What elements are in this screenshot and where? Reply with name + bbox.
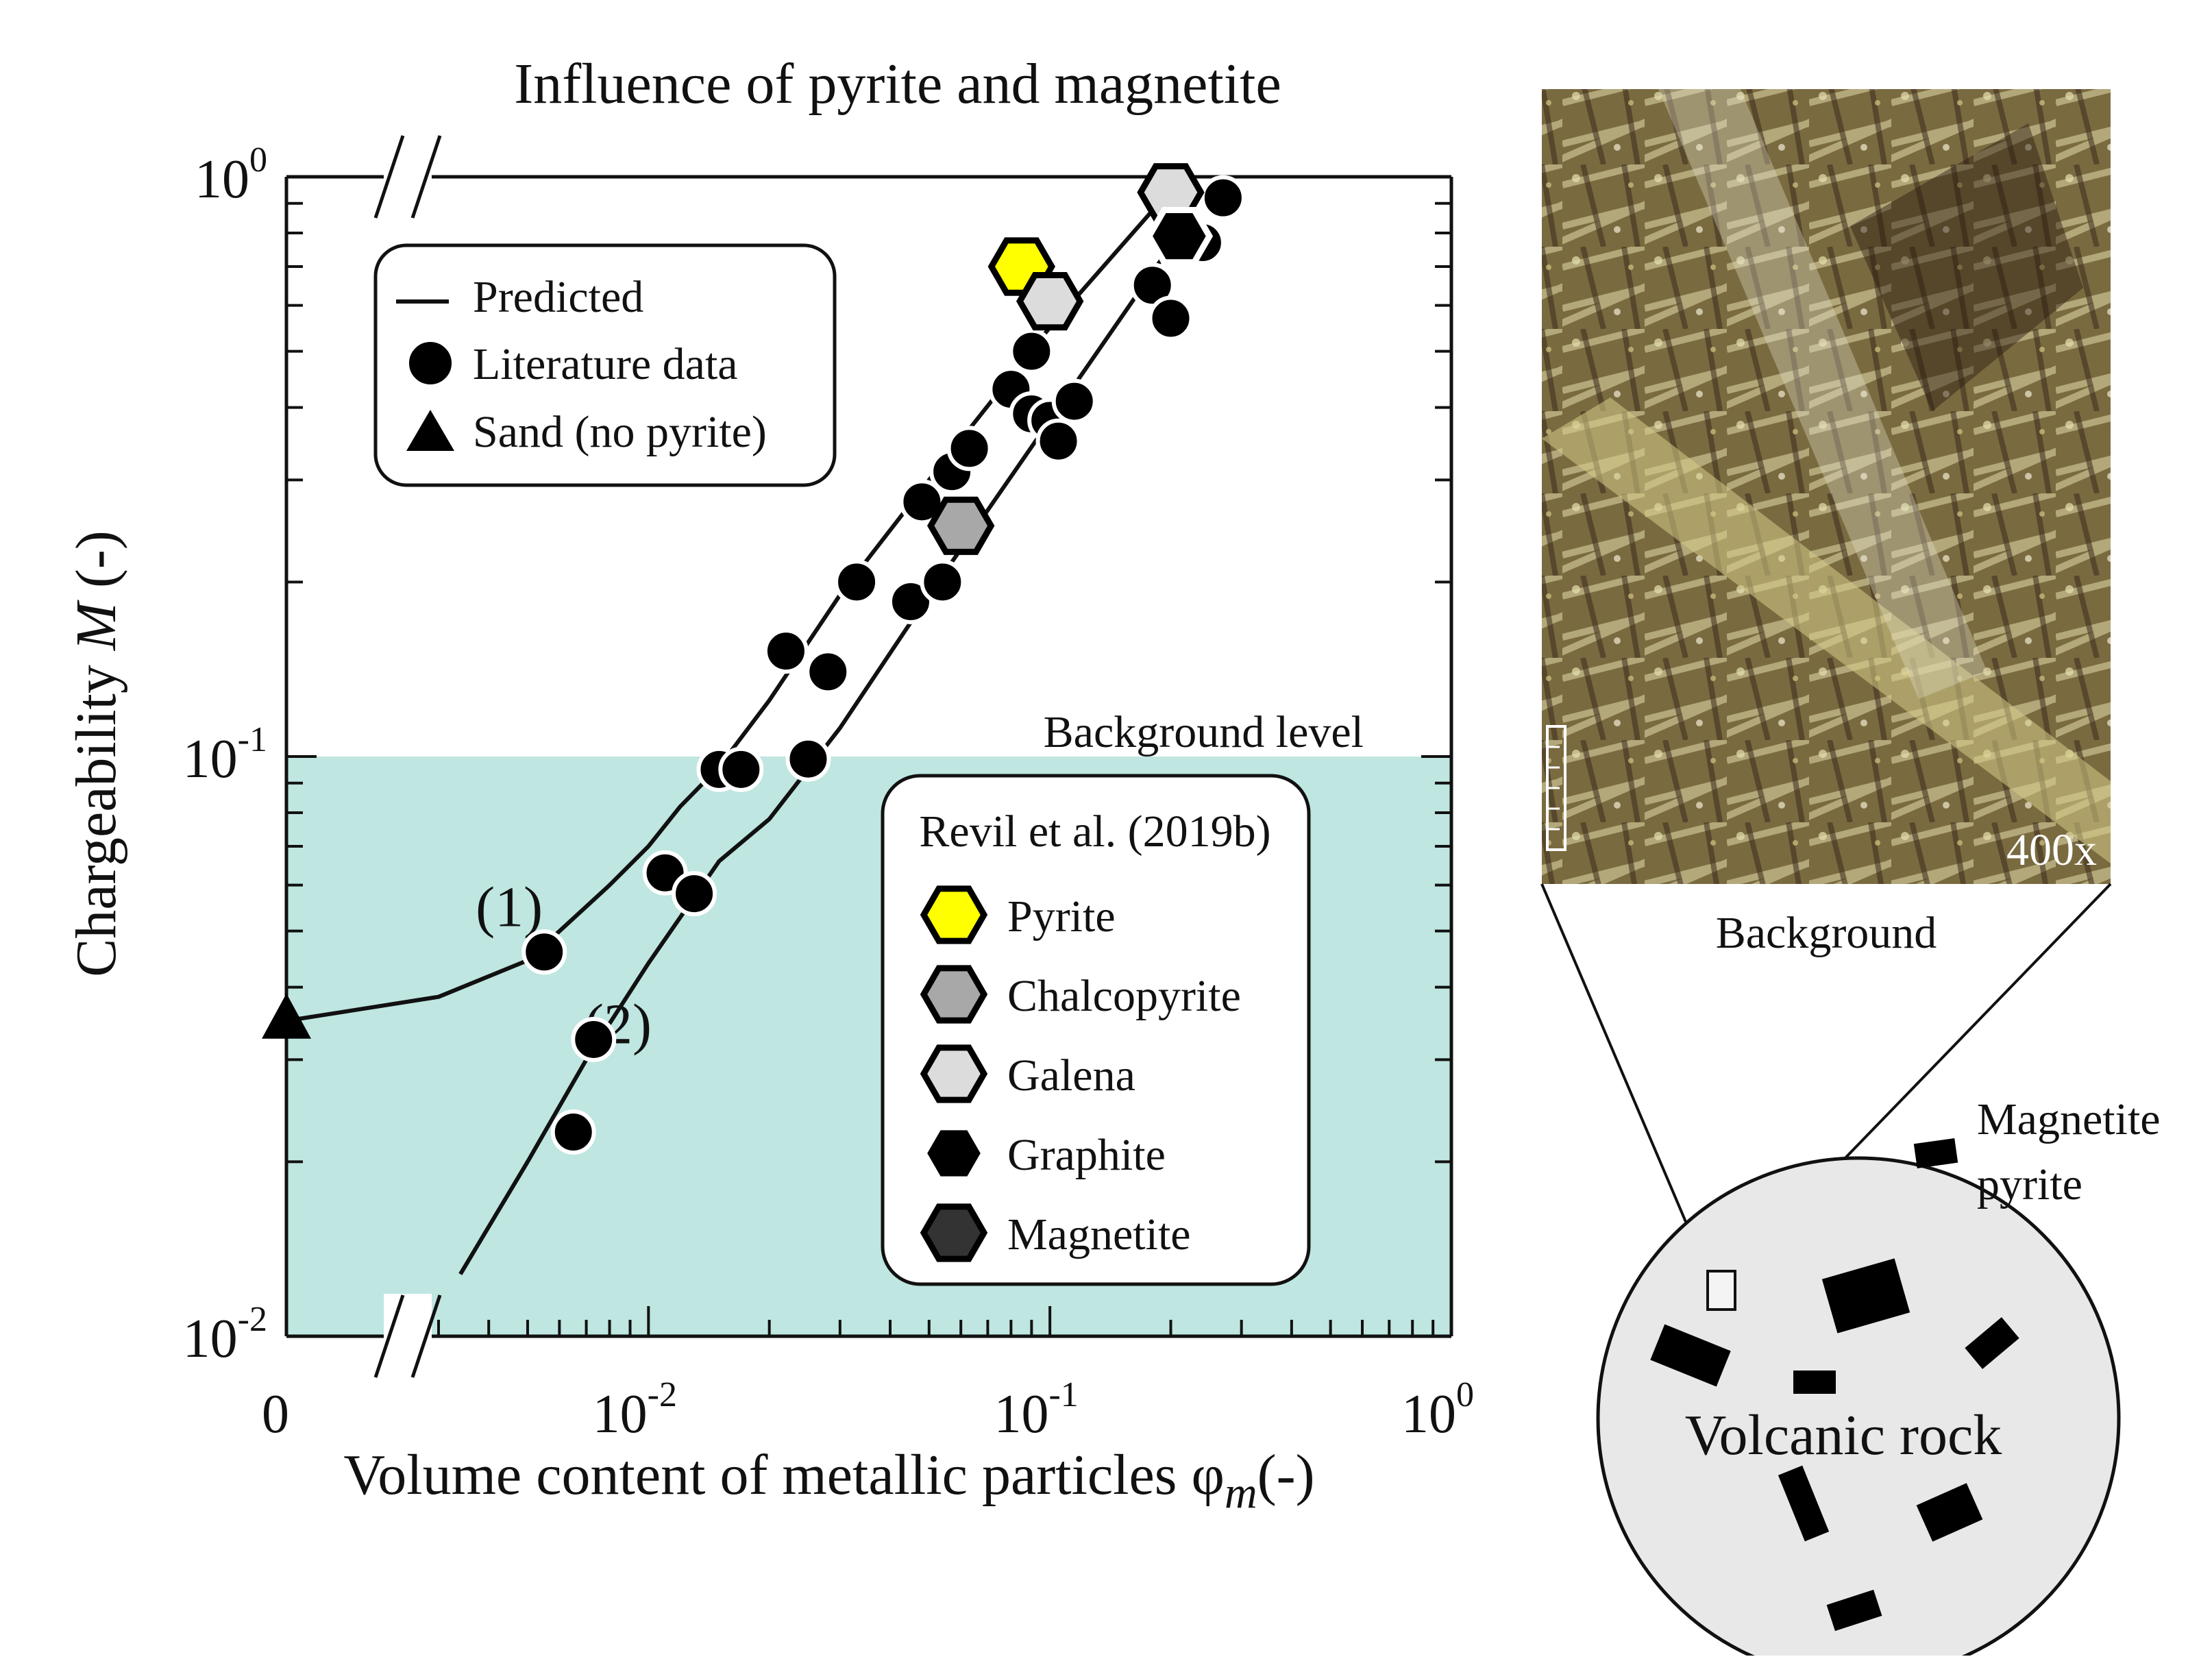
literature-data-point bbox=[672, 871, 717, 917]
revil-points bbox=[927, 163, 1214, 555]
revil-point-galena bbox=[1016, 272, 1084, 331]
axis-break-marks bbox=[373, 134, 442, 1379]
x-axis-label-subscript: m bbox=[1225, 1468, 1257, 1518]
curve-label-1: (1) bbox=[476, 875, 543, 939]
sand-data-point bbox=[262, 993, 311, 1039]
legend-predicted-label: Predicted bbox=[473, 272, 643, 322]
y-tick-label: 100 bbox=[195, 140, 267, 210]
legend-marker-pyrite bbox=[920, 885, 988, 944]
literature-data-point bbox=[785, 736, 831, 782]
volcanic-rock-schematic: Volcanic rock bbox=[1596, 1156, 2121, 1659]
literature-data-point bbox=[920, 559, 966, 605]
mineral-grain-1 bbox=[1821, 1258, 1910, 1334]
y-axis-label: Chargeability M (-) bbox=[64, 530, 128, 977]
legend-revil-title: Revil et al. (2019b) bbox=[919, 807, 1270, 857]
legend-sand-marker bbox=[406, 410, 454, 451]
legend-marker-magnetite bbox=[920, 1203, 988, 1262]
y-tick-label: 10-1 bbox=[183, 720, 267, 789]
mineral-grain-7 bbox=[1826, 1589, 1882, 1632]
x-tick-label-zero: 0 bbox=[262, 1384, 289, 1445]
literature-data-point bbox=[1051, 378, 1097, 424]
literature-data-point bbox=[1035, 418, 1081, 464]
x-axis-label: Volume content of metallic particles φm(… bbox=[343, 1443, 1314, 1518]
legend-label-pyrite: Pyrite bbox=[1007, 892, 1116, 942]
micrograph-crystal-band-2 bbox=[1658, 89, 1987, 699]
mineral-legend-marker bbox=[1913, 1138, 1958, 1169]
axis-break-line bbox=[410, 135, 442, 219]
sample-window bbox=[1706, 1270, 1736, 1311]
x-tick-label: 10-2 bbox=[593, 1375, 677, 1445]
legend-revil-items: PyriteChalcopyriteGalenaGraphiteMagnetit… bbox=[920, 885, 1241, 1262]
legend-marker-galena bbox=[920, 1044, 988, 1103]
mineral-grain-2 bbox=[1650, 1324, 1731, 1387]
legend-main: Predicted Literature data Sand (no pyrit… bbox=[373, 243, 837, 487]
legend-revil: Revil et al. (2019b) PyriteChalcopyriteG… bbox=[881, 774, 1311, 1286]
mineral-legend-label-2: pyrite bbox=[1977, 1159, 2082, 1209]
literature-data-point bbox=[718, 746, 764, 792]
literature-points bbox=[521, 175, 1246, 1155]
scale-bar-icon bbox=[1546, 725, 1566, 851]
micrograph-crystal-band bbox=[1542, 397, 2111, 863]
mineral-legend-label-1: Magnetite bbox=[1977, 1094, 2161, 1144]
literature-data-point bbox=[550, 1109, 596, 1155]
x-tick-label: 100 bbox=[1401, 1375, 1474, 1445]
micrograph-magnification: 400x bbox=[2006, 825, 2097, 875]
mineral-grain-3 bbox=[1965, 1317, 2019, 1369]
legend-label-galena: Galena bbox=[1007, 1050, 1135, 1101]
literature-data-point bbox=[1200, 175, 1246, 221]
sand-points bbox=[262, 993, 311, 1039]
literature-data-point bbox=[946, 426, 992, 471]
literature-data-point bbox=[763, 628, 809, 674]
literature-data-point bbox=[1009, 328, 1055, 374]
mineral-grain-6 bbox=[1916, 1483, 1983, 1542]
literature-data-point bbox=[521, 929, 567, 975]
volcanic-rock-label: Volcanic rock bbox=[1685, 1403, 2002, 1467]
x-tick-label: 10-1 bbox=[994, 1375, 1078, 1445]
legend-literature-label: Literature data bbox=[473, 339, 738, 389]
zoom-line-left bbox=[1540, 883, 1709, 1274]
background-level-label: Background level bbox=[1044, 707, 1364, 757]
mineral-grain-4 bbox=[1793, 1371, 1836, 1394]
mineral-grain-5 bbox=[1778, 1465, 1830, 1542]
revil-point-graphite bbox=[1145, 207, 1214, 266]
legend-main-box bbox=[373, 243, 837, 487]
legend-label-magnetite: Magnetite bbox=[1007, 1209, 1191, 1259]
legend-marker-chalcopyrite bbox=[920, 965, 988, 1024]
legend-sand-label: Sand (no pyrite) bbox=[473, 407, 767, 457]
legend-literature-marker bbox=[405, 338, 456, 389]
y-tick-label: 10-2 bbox=[183, 1300, 267, 1369]
axis-break-gap bbox=[384, 1294, 432, 1379]
axis-ticks bbox=[286, 175, 1453, 1338]
axis-break-line bbox=[373, 1294, 405, 1378]
literature-data-point bbox=[571, 1016, 617, 1062]
tick-labels: 10-2 10-1 100 10-2 10-1 100 0 bbox=[183, 140, 1474, 1445]
micrograph: 400x Background bbox=[1542, 89, 2111, 958]
legend-label-graphite: Graphite bbox=[1007, 1130, 1166, 1180]
predicted-curve-2 bbox=[458, 188, 1205, 1275]
literature-data-point bbox=[834, 559, 880, 605]
literature-data-point bbox=[805, 649, 851, 695]
chart-title: Influence of pyrite and magnetite bbox=[514, 52, 1281, 116]
literature-data-point bbox=[887, 578, 933, 624]
revil-point-chalcopyrite bbox=[927, 496, 995, 555]
literature-data-point bbox=[1148, 295, 1194, 341]
micrograph-caption: Background bbox=[1716, 908, 1937, 958]
axis-break-gap bbox=[384, 134, 432, 219]
legend-marker-graphite bbox=[920, 1124, 988, 1183]
legend-revil-box bbox=[881, 774, 1311, 1286]
axis-break-line bbox=[410, 1294, 442, 1378]
axis-break-line bbox=[373, 135, 405, 219]
micrograph-dark-region bbox=[1850, 123, 2083, 411]
legend-label-chalcopyrite: Chalcopyrite bbox=[1007, 971, 1241, 1021]
